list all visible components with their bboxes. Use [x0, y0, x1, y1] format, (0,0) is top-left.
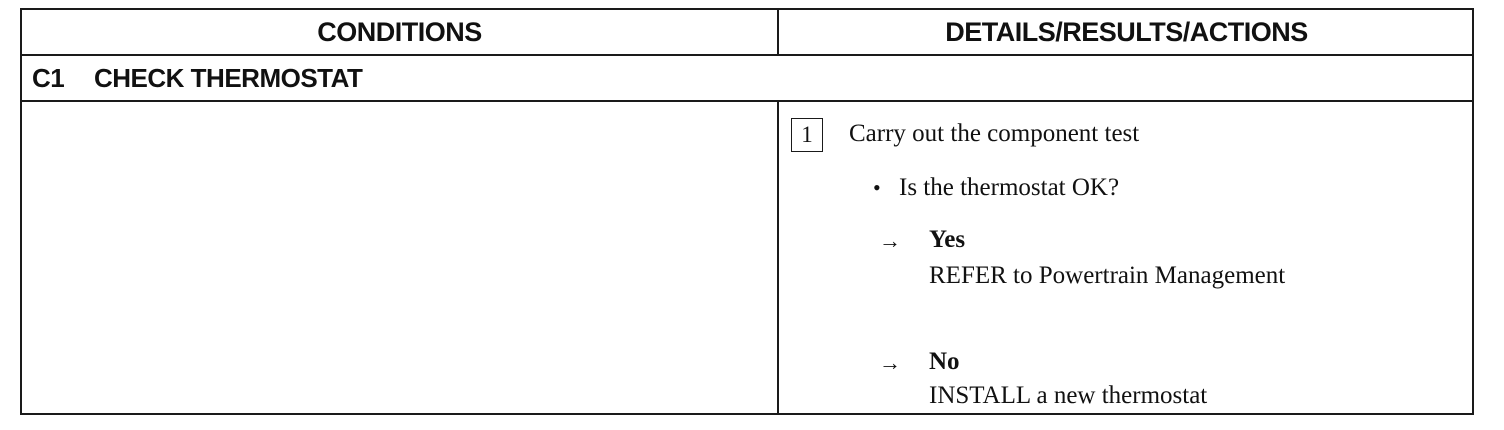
- column-divider: [777, 10, 779, 54]
- question-text: Is the thermostat OK?: [899, 174, 1120, 201]
- step-number-box: 1: [791, 118, 823, 152]
- answer-no-label: No: [929, 348, 960, 375]
- arrow-right-icon: →: [879, 228, 901, 253]
- table-header-row: CONDITIONS DETAILS/RESULTS/ACTIONS: [22, 10, 1472, 56]
- answer-yes-action: REFER to Powertrain Management: [929, 262, 1286, 289]
- step-instruction: Carry out the component test: [849, 120, 1140, 147]
- conditions-header: CONDITIONS: [317, 17, 482, 47]
- answer-yes-label: Yes: [929, 226, 966, 253]
- section-title: CHECK THERMOSTAT: [94, 63, 363, 93]
- section-code: C1: [32, 63, 65, 93]
- conditions-cell: [22, 102, 777, 413]
- answer-no-action: INSTALL a new thermostat: [929, 382, 1208, 409]
- bullet-icon: •: [873, 175, 881, 200]
- details-cell: 1 Carry out the component test • Is the t…: [779, 102, 1474, 413]
- section-heading-row: C1 CHECK THERMOSTAT: [22, 56, 1472, 102]
- column-divider: [777, 102, 779, 413]
- step-question: • Is the thermostat OK?: [873, 174, 1119, 202]
- details-header: DETAILS/RESULTS/ACTIONS: [945, 17, 1308, 47]
- arrow-right-icon: →: [879, 350, 901, 375]
- diagnostic-table: CONDITIONS DETAILS/RESULTS/ACTIONS C1 CHE…: [20, 8, 1474, 415]
